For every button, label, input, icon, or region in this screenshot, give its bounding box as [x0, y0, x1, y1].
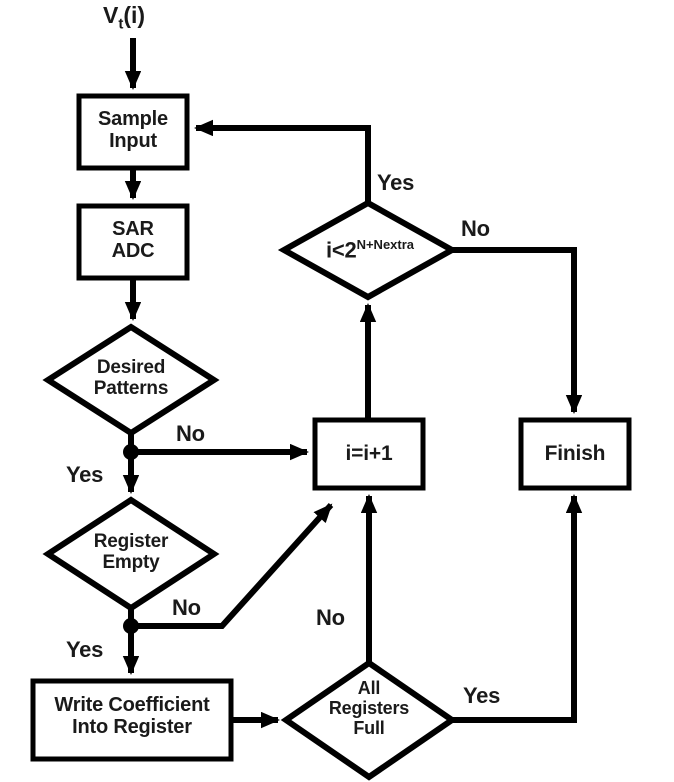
junction-dot-register — [123, 618, 139, 634]
edge-check-no — [452, 247, 583, 414]
node-write-coefficient — [30, 678, 234, 762]
edge-label-all-registers-no: No — [316, 605, 345, 630]
node-sar-adc — [76, 203, 190, 281]
edge-allfull-yes — [452, 494, 583, 723]
input-signal-subscript: t — [118, 15, 124, 33]
node-desired-patterns — [42, 323, 220, 437]
junction-dot-desired — [123, 444, 139, 460]
node-increment — [312, 417, 426, 491]
edge-label-all-registers-yes: Yes — [463, 683, 501, 708]
node-register-empty — [42, 496, 220, 612]
node-finish — [518, 417, 632, 491]
node-all-registers-full — [280, 659, 458, 781]
edge-label-iteration-no: No — [461, 216, 490, 241]
edge-label-register-no: No — [172, 595, 201, 620]
input-signal-index: (i) — [123, 2, 146, 28]
input-signal-label: Vt(i) — [103, 2, 145, 33]
edge-register-no — [131, 502, 334, 629]
input-signal-v: V — [103, 2, 119, 28]
node-sample-input — [76, 93, 190, 171]
edge-label-iteration-yes: Yes — [377, 170, 415, 195]
edge-check-yes — [194, 119, 371, 203]
node-iteration-check — [277, 199, 459, 301]
edge-label-desired-yes: Yes — [66, 462, 104, 487]
edge-label-register-yes: Yes — [66, 637, 104, 662]
edge-label-desired-no: No — [176, 421, 205, 446]
